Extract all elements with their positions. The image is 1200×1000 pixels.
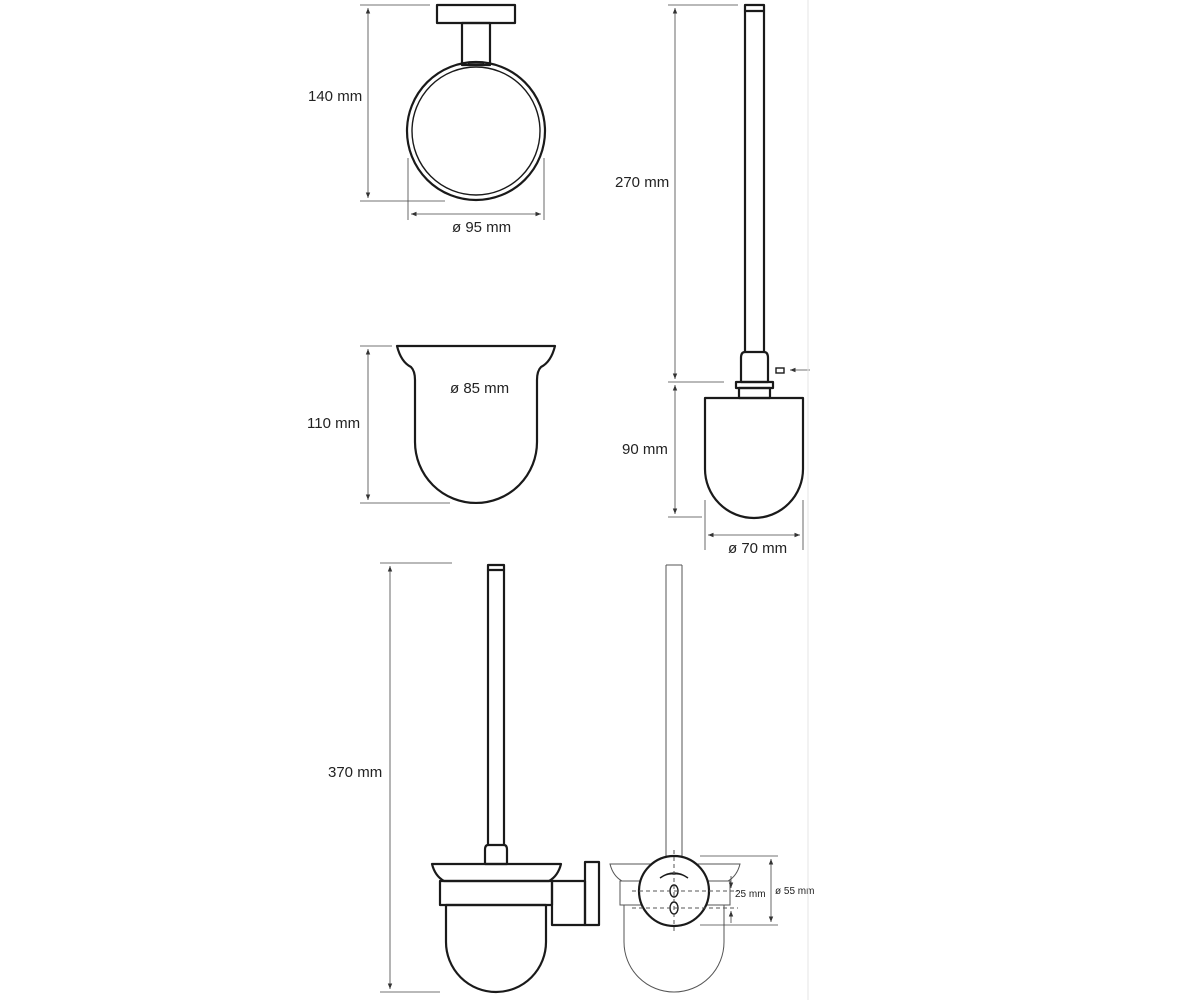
- rear-cup: [623, 904, 725, 993]
- glass-cup-view: ø 85 mm: [395, 344, 557, 505]
- handle-length-dimension: 270 mm: [615, 4, 738, 383]
- assembled-holder-band: [438, 879, 554, 907]
- holder-ring-inner: [411, 66, 541, 196]
- holder-diameter-label: ø 95 mm: [452, 219, 511, 236]
- handle-length-label: 270 mm: [615, 174, 669, 191]
- cup-outline: [395, 344, 557, 505]
- brush-view: [703, 3, 810, 520]
- rear-mount-view: [609, 564, 741, 993]
- assembled-side-view: [430, 563, 601, 994]
- brush-head: [703, 396, 805, 520]
- cup-height-label: 110 mm: [307, 415, 360, 432]
- assembled-arm: [550, 879, 587, 927]
- brush-diameter-label: ø 70 mm: [728, 540, 787, 557]
- wall-plate: [435, 3, 517, 25]
- brush-neck: [737, 386, 772, 400]
- assembled-cup: [444, 903, 548, 994]
- cup-diameter-label: ø 85 mm: [450, 380, 509, 397]
- brush-handle-cap: [743, 3, 766, 13]
- holder-height-dimension: 140 mm: [308, 4, 445, 202]
- total-height-dimension: 370 mm: [328, 562, 452, 993]
- total-height-label: 370 mm: [328, 764, 382, 781]
- brush-height-dimension: 90 mm: [622, 385, 702, 518]
- set-screw: [775, 367, 785, 374]
- rosette-diameter-dimension: ø 55 mm: [700, 855, 814, 926]
- mount-offset-dimension: 25 mm: [728, 876, 766, 923]
- rosette-diameter-label: ø 55 mm: [775, 886, 814, 897]
- cup-height-dimension: 110 mm: [307, 345, 450, 504]
- holder-arm: [460, 21, 492, 67]
- assembled-wall-plate: [583, 860, 601, 927]
- brush-diameter-dimension: ø 70 mm: [704, 500, 804, 557]
- holder-height-label: 140 mm: [308, 88, 362, 105]
- assembled-handle-cap: [486, 563, 506, 572]
- holder-ring-outer: [405, 60, 547, 202]
- brush-collar: [739, 350, 770, 384]
- brush-height-label: 90 mm: [622, 441, 668, 458]
- mount-offset-label: 25 mm: [735, 889, 766, 900]
- ring-holder-view: [405, 3, 547, 202]
- assembled-holder-rim: [430, 862, 563, 883]
- holder-diameter-dimension: ø 95 mm: [407, 158, 545, 236]
- assembled-collar: [483, 843, 509, 866]
